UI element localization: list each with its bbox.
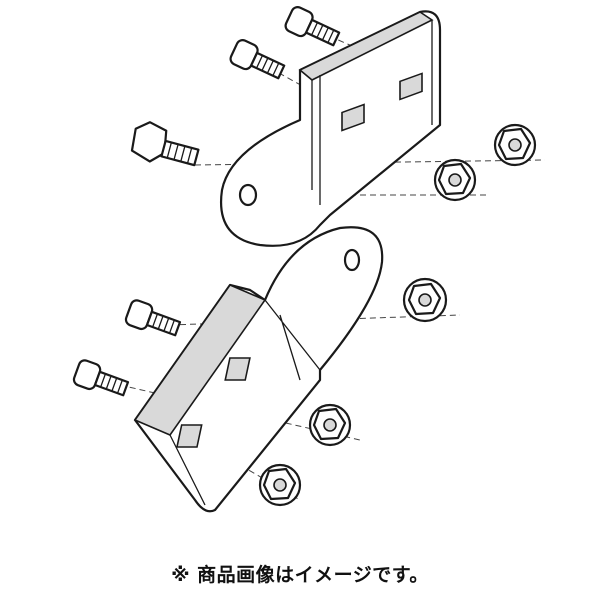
bolt-hole	[343, 248, 361, 272]
upper-bracket	[220, 10, 442, 247]
bolt-hole	[238, 183, 258, 207]
flange-nut	[258, 463, 302, 507]
bolt	[284, 6, 341, 47]
bolt	[72, 359, 130, 397]
flange-nut	[308, 403, 352, 447]
image-disclaimer-caption: ※ 商品画像はイメージです。	[171, 564, 429, 586]
flange-nut	[402, 277, 448, 323]
product-diagram	[72, 6, 546, 513]
bolt	[130, 121, 200, 167]
bolt	[229, 39, 286, 80]
flange-nut	[433, 158, 477, 202]
flange-nut	[493, 123, 537, 167]
bolt	[124, 299, 182, 337]
lower-bracket	[133, 226, 384, 513]
